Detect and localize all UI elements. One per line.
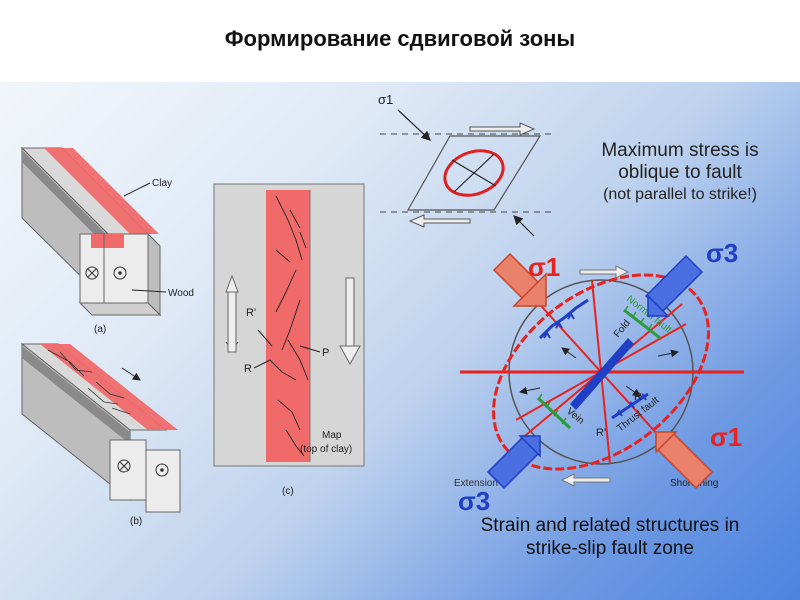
map-label-1: Map (322, 430, 342, 441)
page-title: Формирование сдвиговой зоны (224, 26, 576, 51)
strain-caption-line-2: strike-slip fault zone (526, 538, 694, 559)
r-prime-label: R' (246, 307, 256, 319)
p-label: P (322, 347, 329, 359)
block-b: (b) (20, 342, 181, 527)
sigma3-top-label: σ3 (706, 238, 738, 268)
fold-label: Fold (612, 318, 633, 340)
stress-diagram: σ1 (378, 92, 556, 237)
wood-label: Wood (168, 288, 194, 299)
r-prime-label-ellipse: R' (596, 427, 606, 439)
sigma1-small-label: σ1 (378, 92, 393, 107)
stress-explanation: Maximum stress is oblique to fault (not … (560, 140, 800, 206)
strain-caption-line-1: Strain and related structures in (480, 515, 740, 536)
cross-icon (85, 266, 99, 280)
sigma3-arrow-top (644, 254, 704, 317)
clay-label: Clay (152, 178, 172, 189)
r-label-ellipse: R (634, 391, 642, 403)
extension-label: Extension (454, 478, 498, 489)
strain-ellipse: Normal fault Fold Vein Thrust fault R R'… (454, 238, 744, 516)
sigma3-arrow-bottom (486, 434, 542, 490)
r-label: R (244, 363, 252, 375)
dot-icon (155, 463, 169, 477)
dot-icon (113, 266, 127, 280)
sigma1-top-label: σ1 (528, 252, 560, 282)
caption-b: (b) (130, 516, 142, 527)
sigma1-arrow-bottom (654, 430, 714, 490)
map-label-2: (top of clay) (300, 444, 352, 455)
caption-a: (a) (94, 324, 106, 335)
caption-c: (c) (282, 486, 294, 497)
block-a: Clay Wood (a) (20, 146, 194, 335)
sigma3-bottom-label: σ3 (458, 486, 490, 516)
strain-caption: Strain and related structures in strike-… (420, 514, 800, 560)
map-c: R' R P Map (top of clay) (c) (213, 183, 365, 497)
cross-icon (117, 459, 131, 473)
stress-line-2: oblique to fault (618, 162, 742, 183)
slide-panel (0, 82, 800, 600)
sigma1-bottom-label: σ1 (710, 422, 742, 452)
stress-line-3: (not parallel to strike!) (603, 186, 757, 203)
sigma1-arrow-top (492, 252, 548, 308)
stress-line-1: Maximum stress is (601, 140, 759, 161)
